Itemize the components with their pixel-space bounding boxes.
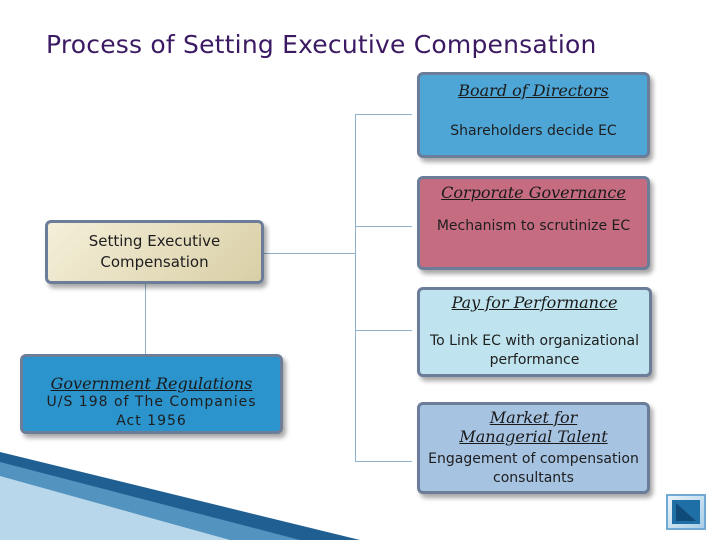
board-of-directors-box: Board of Directors Shareholders decide E… [417, 72, 650, 158]
government-regulations-text: U/S 198 of The Companies Act 1956 [46, 394, 257, 429]
market-for-managerial-talent-header: Market for Managerial Talent [459, 408, 608, 446]
corporate-governance-header: Corporate Governance [441, 183, 626, 202]
board-of-directors-text: Shareholders decide EC [450, 123, 617, 139]
connector-governance [355, 226, 412, 227]
setting-executive-compensation-box: Setting Executive Compensation [45, 220, 264, 284]
corporate-governance-box: Corporate Governance Mechanism to scruti… [417, 176, 650, 270]
corporate-governance-text: Mechanism to scrutinize EC [436, 218, 631, 234]
connector-government [145, 284, 146, 354]
connector-market [355, 461, 412, 462]
connector-spine [355, 114, 356, 461]
connector-performance [355, 330, 412, 331]
back-nav-button[interactable] [666, 494, 706, 530]
back-arrow-icon [672, 500, 700, 524]
board-of-directors-header: Board of Directors [458, 81, 609, 100]
pay-for-performance-box: Pay for Performance To Link EC with orga… [417, 287, 652, 377]
connector-board [355, 114, 412, 115]
pay-for-performance-text: To Link EC with organizational performan… [429, 333, 640, 368]
connector-center [264, 253, 355, 254]
setting-executive-compensation-label: Setting Executive Compensation [88, 232, 221, 271]
market-for-managerial-talent-box: Market for Managerial Talent Engagement … [417, 402, 650, 494]
pay-for-performance-header: Pay for Performance [451, 293, 618, 312]
government-regulations-header: Government Regulations [50, 374, 253, 393]
page-title: Process of Setting Executive Compensatio… [46, 30, 597, 59]
government-regulations-box: Government Regulations U/S 198 of The Co… [20, 354, 283, 434]
market-for-managerial-talent-text: Engagement of compensation consultants [428, 451, 639, 486]
